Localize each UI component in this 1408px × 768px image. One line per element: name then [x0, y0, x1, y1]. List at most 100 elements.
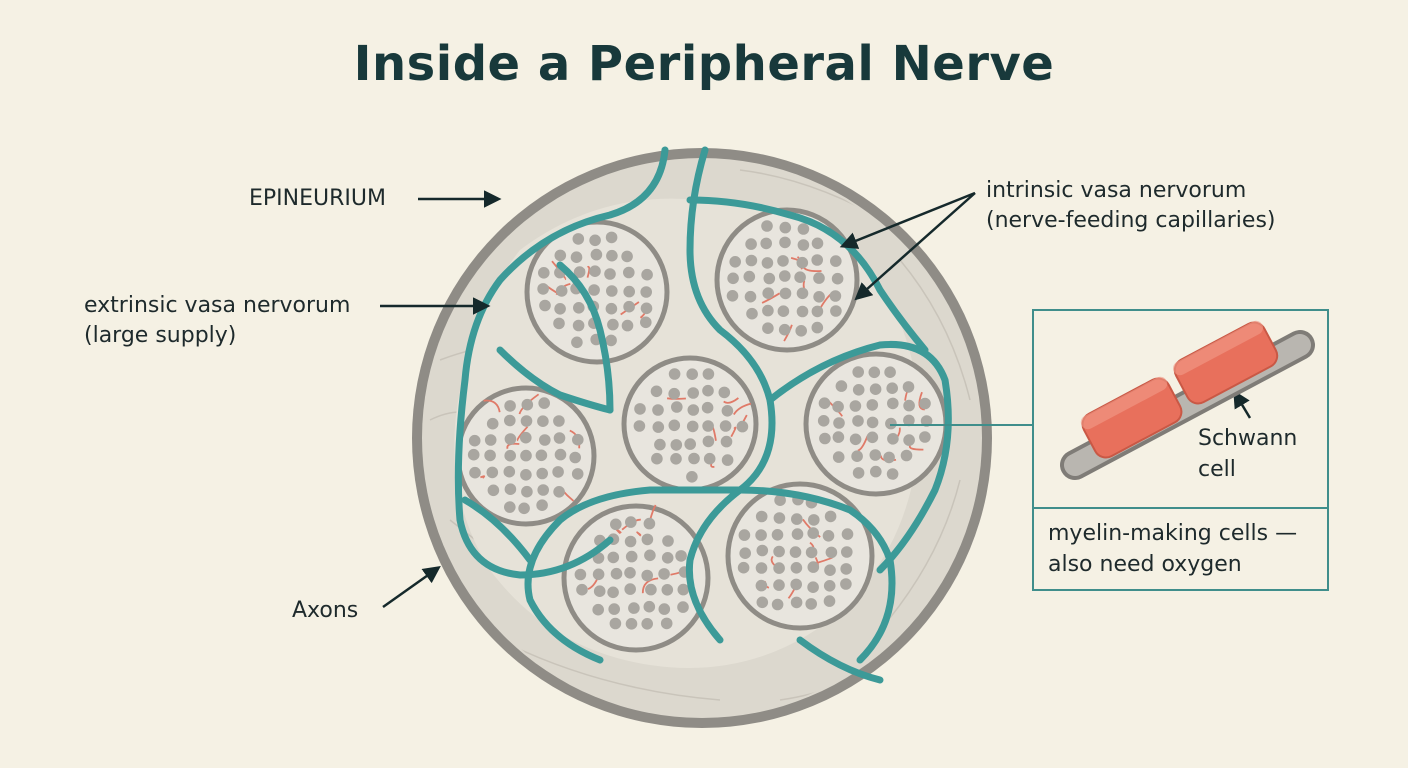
myelin-caption-line2: also need oxygen — [1048, 552, 1242, 577]
axon — [790, 596, 803, 609]
axon — [852, 467, 865, 479]
axon — [644, 549, 656, 562]
axon — [652, 404, 664, 416]
axon — [738, 529, 751, 541]
axon — [520, 415, 533, 427]
schwann-callout — [1032, 309, 1329, 591]
axon — [688, 452, 700, 465]
axon — [849, 433, 862, 446]
axon — [504, 414, 516, 427]
capillary — [483, 399, 501, 413]
axon — [885, 417, 897, 430]
axon — [687, 404, 700, 416]
axon — [684, 438, 696, 450]
axon — [668, 368, 681, 380]
capillary — [636, 531, 642, 537]
axon — [572, 319, 585, 332]
intrinsic-arrow-2 — [854, 192, 976, 301]
axon — [521, 398, 534, 411]
capillary — [908, 445, 924, 451]
axon — [658, 568, 670, 580]
axon — [702, 384, 714, 397]
axon — [469, 466, 481, 479]
axon — [504, 501, 516, 513]
axon — [677, 601, 689, 613]
axon — [605, 231, 618, 244]
axon — [794, 271, 806, 284]
capillary — [480, 475, 486, 479]
axon — [791, 528, 804, 540]
capillary — [516, 426, 529, 442]
capillary — [761, 292, 781, 304]
axon — [760, 237, 772, 250]
axon — [654, 438, 666, 451]
axon — [539, 299, 551, 312]
myelin-caption-line1: myelin-making cells — — [1048, 521, 1298, 546]
axon — [520, 469, 532, 481]
axon — [487, 484, 500, 497]
axon — [755, 510, 768, 523]
axon — [569, 451, 581, 464]
axon — [701, 401, 714, 414]
extrinsic-vasa-nervorum — [454, 146, 952, 684]
axon — [755, 579, 768, 592]
axon — [675, 550, 687, 562]
axon — [720, 435, 733, 448]
axon — [849, 400, 862, 412]
axon — [851, 450, 863, 463]
axon — [670, 453, 682, 465]
axon — [661, 552, 674, 564]
axon — [778, 323, 791, 336]
axon — [727, 272, 739, 285]
axon — [835, 380, 848, 392]
extrinsic-vasa-label-line2: (large supply) — [84, 323, 237, 348]
axon — [807, 581, 819, 593]
extrinsic-vasa-label: extrinsic vasa nervorum (large supply) — [84, 291, 350, 351]
axon — [571, 336, 583, 349]
axon — [703, 452, 716, 465]
axon — [538, 397, 550, 409]
axon — [773, 545, 785, 558]
axon — [625, 550, 638, 563]
axon — [779, 287, 792, 300]
axon — [721, 405, 734, 417]
myelinated-axon — [1060, 320, 1315, 480]
axon — [605, 302, 618, 315]
intrinsic-vasa-label-line2: (nerve-feeding capillaries) — [986, 208, 1276, 233]
axon — [658, 603, 671, 615]
schwann-cell-1 — [1080, 376, 1183, 459]
axon — [641, 618, 653, 630]
axon — [607, 586, 619, 599]
schwann-cell-2 — [1173, 320, 1279, 405]
axon — [553, 486, 565, 498]
axon — [686, 420, 699, 433]
axon — [643, 600, 656, 613]
axon — [833, 417, 845, 429]
axon — [518, 502, 530, 515]
axon — [606, 249, 618, 262]
axon — [484, 434, 497, 446]
axon — [625, 618, 638, 630]
axon — [746, 307, 758, 320]
axon — [887, 433, 899, 445]
axon — [773, 562, 785, 574]
axon — [920, 415, 933, 427]
axon — [745, 238, 757, 250]
axon — [702, 420, 714, 432]
axon — [671, 401, 683, 413]
axon — [702, 368, 715, 380]
schwann-arrow — [1233, 389, 1252, 419]
axon — [573, 266, 586, 278]
axon — [504, 449, 516, 462]
axon — [830, 305, 842, 317]
axon — [813, 272, 825, 284]
axon — [790, 562, 803, 574]
axon — [624, 567, 636, 579]
axon — [504, 433, 517, 445]
axon — [777, 305, 790, 318]
axon — [604, 268, 616, 280]
axon — [521, 485, 533, 498]
axon — [668, 387, 680, 400]
axon — [719, 420, 732, 432]
axon — [668, 419, 681, 432]
